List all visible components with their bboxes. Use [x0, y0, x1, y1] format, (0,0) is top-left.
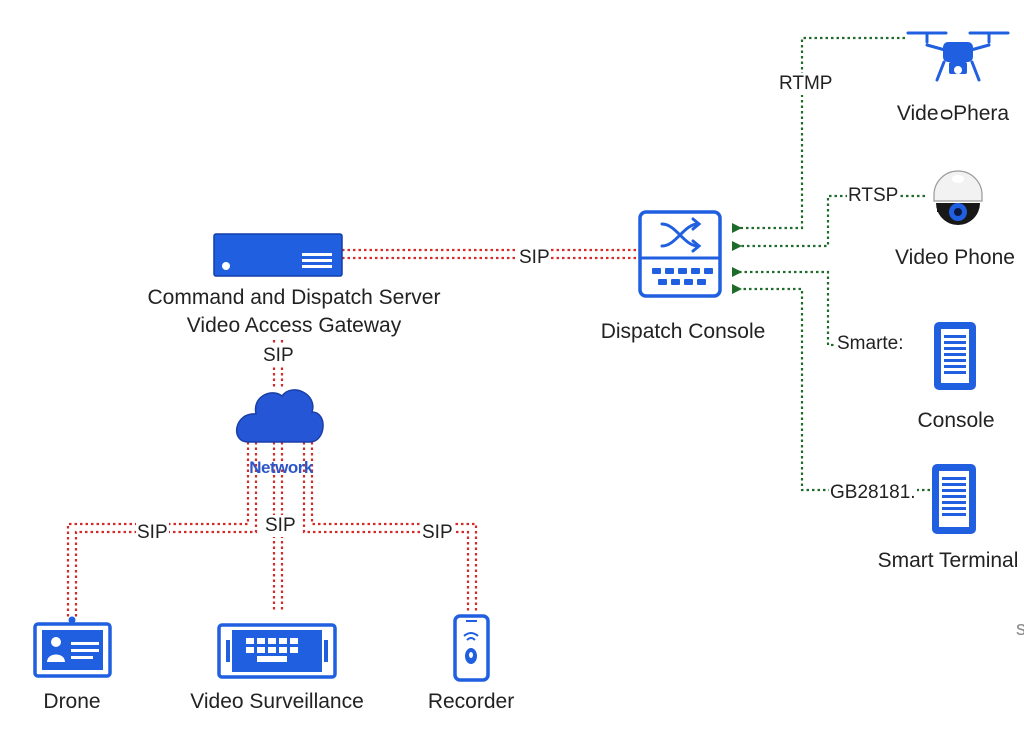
smart-terminal-label: Smart Terminal [877, 549, 1019, 572]
link-server-console [342, 248, 640, 260]
video-sphera-label: Vide ᴑPhera [896, 102, 1010, 125]
dispatch-console-label: Dispatch Console [600, 320, 766, 343]
console-label: Console [917, 409, 995, 432]
drone-label: Drone [43, 690, 101, 713]
network-label: Network [249, 458, 313, 477]
tablet-icon [934, 322, 976, 390]
gb28181-label: GB28181. [829, 482, 917, 504]
rtmp-label: RTMP [778, 73, 834, 95]
video-phone-label: Video Phone [895, 246, 1015, 269]
sip-label-server-console: SIP [518, 247, 551, 269]
rtsp-label: RTSP [847, 185, 900, 207]
dome-camera-icon [933, 170, 983, 225]
video-surveillance-label: Video Surveillance [190, 690, 364, 713]
link-phone-console [732, 194, 925, 251]
link-network-recorder [302, 442, 478, 612]
recorder-label: Recorder [427, 690, 515, 713]
tablet-icon [932, 464, 976, 534]
nvr-device-icon [217, 623, 337, 679]
sip-label-recorder: SIP [421, 522, 454, 544]
server-label-line1: Command and Dispatch Server [147, 286, 441, 309]
drone-icon [906, 31, 1010, 82]
network-switch-icon [638, 210, 722, 298]
link-sphera-console [732, 36, 905, 233]
id-card-icon [33, 616, 112, 678]
edge-mark: s [1016, 618, 1024, 640]
mobile-recorder-icon [453, 614, 490, 682]
link-terminal-console [732, 284, 930, 492]
smarte-label: Smarte: [836, 333, 905, 355]
sip-label-drone: SIP [136, 522, 169, 544]
server-label-line2: Video Access Gateway [186, 314, 402, 337]
cloud-icon [235, 389, 324, 443]
sip-label-surveillance: SIP [264, 515, 297, 537]
sip-label-server-network: SIP [262, 345, 295, 367]
server-rack-icon [213, 233, 343, 277]
